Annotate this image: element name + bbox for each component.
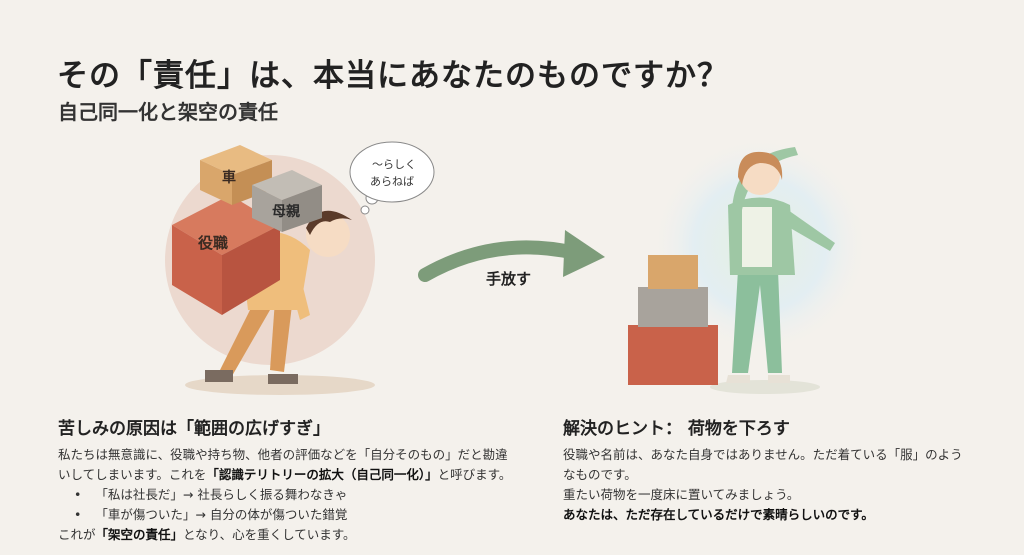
thought-dot <box>360 205 370 215</box>
bullet-item: 「車が傷ついた」→ 自分の体が傷ついた錯覚 <box>58 505 511 525</box>
thought-line-1: 〜らしく <box>372 158 416 171</box>
term-emphasis: 「認識テリトリーの拡大（自己同一化）」 <box>206 467 438 482</box>
thought-line-2: あらねば <box>370 175 414 188</box>
hair <box>738 151 783 185</box>
left-p1-line2: いしてしまいます。これを「認識テリトリーの拡大（自己同一化）」と呼びます。 <box>58 465 511 485</box>
thought-bubble <box>349 141 435 203</box>
arrow-head <box>563 230 605 277</box>
text: いしてしまいます。これを <box>58 467 207 482</box>
leg <box>220 300 270 376</box>
right-line-1: 役職や名前は、あなた自身ではありません。ただ着ている「服」のよう <box>563 447 963 462</box>
ground-shadow <box>710 380 820 394</box>
stacked-box-bottom <box>628 325 718 385</box>
right-line-3: 重たい荷物を一度床に置いてみましょう。 <box>563 487 800 502</box>
right-body: 役職や名前は、あなた自身ではありません。ただ着ている「服」のよう なものです。 … <box>563 445 963 525</box>
let-go-arrow <box>418 230 605 282</box>
left-heading: 苦しみの原因は「範囲の広げすぎ」 <box>58 419 330 439</box>
right-heading: 解決のヒント： 荷物を下ろす <box>563 419 790 439</box>
shoes <box>726 375 790 383</box>
term-emphasis: 「架空の責任」 <box>95 527 184 542</box>
right-line-2: なものです。 <box>563 467 637 482</box>
arm-out <box>785 210 835 251</box>
leg <box>270 300 292 372</box>
bullet-item: 「私は社長だ」→ 社長らしく振る舞わなきゃ <box>58 485 511 505</box>
left-p1-line1: 私たちは無意識に、役職や持ち物、他者の評価などを「自分そのもの」だと勘違 <box>58 447 508 462</box>
shoe <box>205 370 233 382</box>
left-p2: これが「架空の責任」となり、心を重くしています。 <box>58 525 511 545</box>
page-subtitle: 自己同一化と架空の責任 <box>58 100 278 124</box>
text: これが <box>58 527 96 542</box>
right-line-4: あなたは、ただ存在しているだけで素晴らしいのです。 <box>563 507 874 522</box>
burdened-person-illustration: 役職 車 母親 〜らしく あらねば <box>165 141 435 395</box>
shirt <box>742 207 772 267</box>
stacked-box-middle <box>638 287 708 327</box>
box-label-mother: 母親 <box>272 203 300 220</box>
stacked-box-top <box>648 255 698 289</box>
pants <box>732 270 782 373</box>
arrow-shaft <box>418 240 582 282</box>
arm <box>285 255 310 320</box>
box-label-role: 役職 <box>198 234 228 252</box>
text: と呼びます。 <box>437 467 512 482</box>
arrow-label: 手放す <box>486 270 532 288</box>
page-title: その「責任」は、本当にあなたのものですか？ <box>57 58 729 94</box>
text: となり、心を重くしています。 <box>183 527 356 542</box>
box-mother <box>252 170 322 232</box>
relieved-person-illustration <box>628 135 870 394</box>
left-body: 私たちは無意識に、役職や持ち物、他者の評価などを「自分そのもの」だと勘違 いして… <box>58 445 511 545</box>
shoe <box>268 374 298 384</box>
box-label-car: 車 <box>222 169 236 186</box>
